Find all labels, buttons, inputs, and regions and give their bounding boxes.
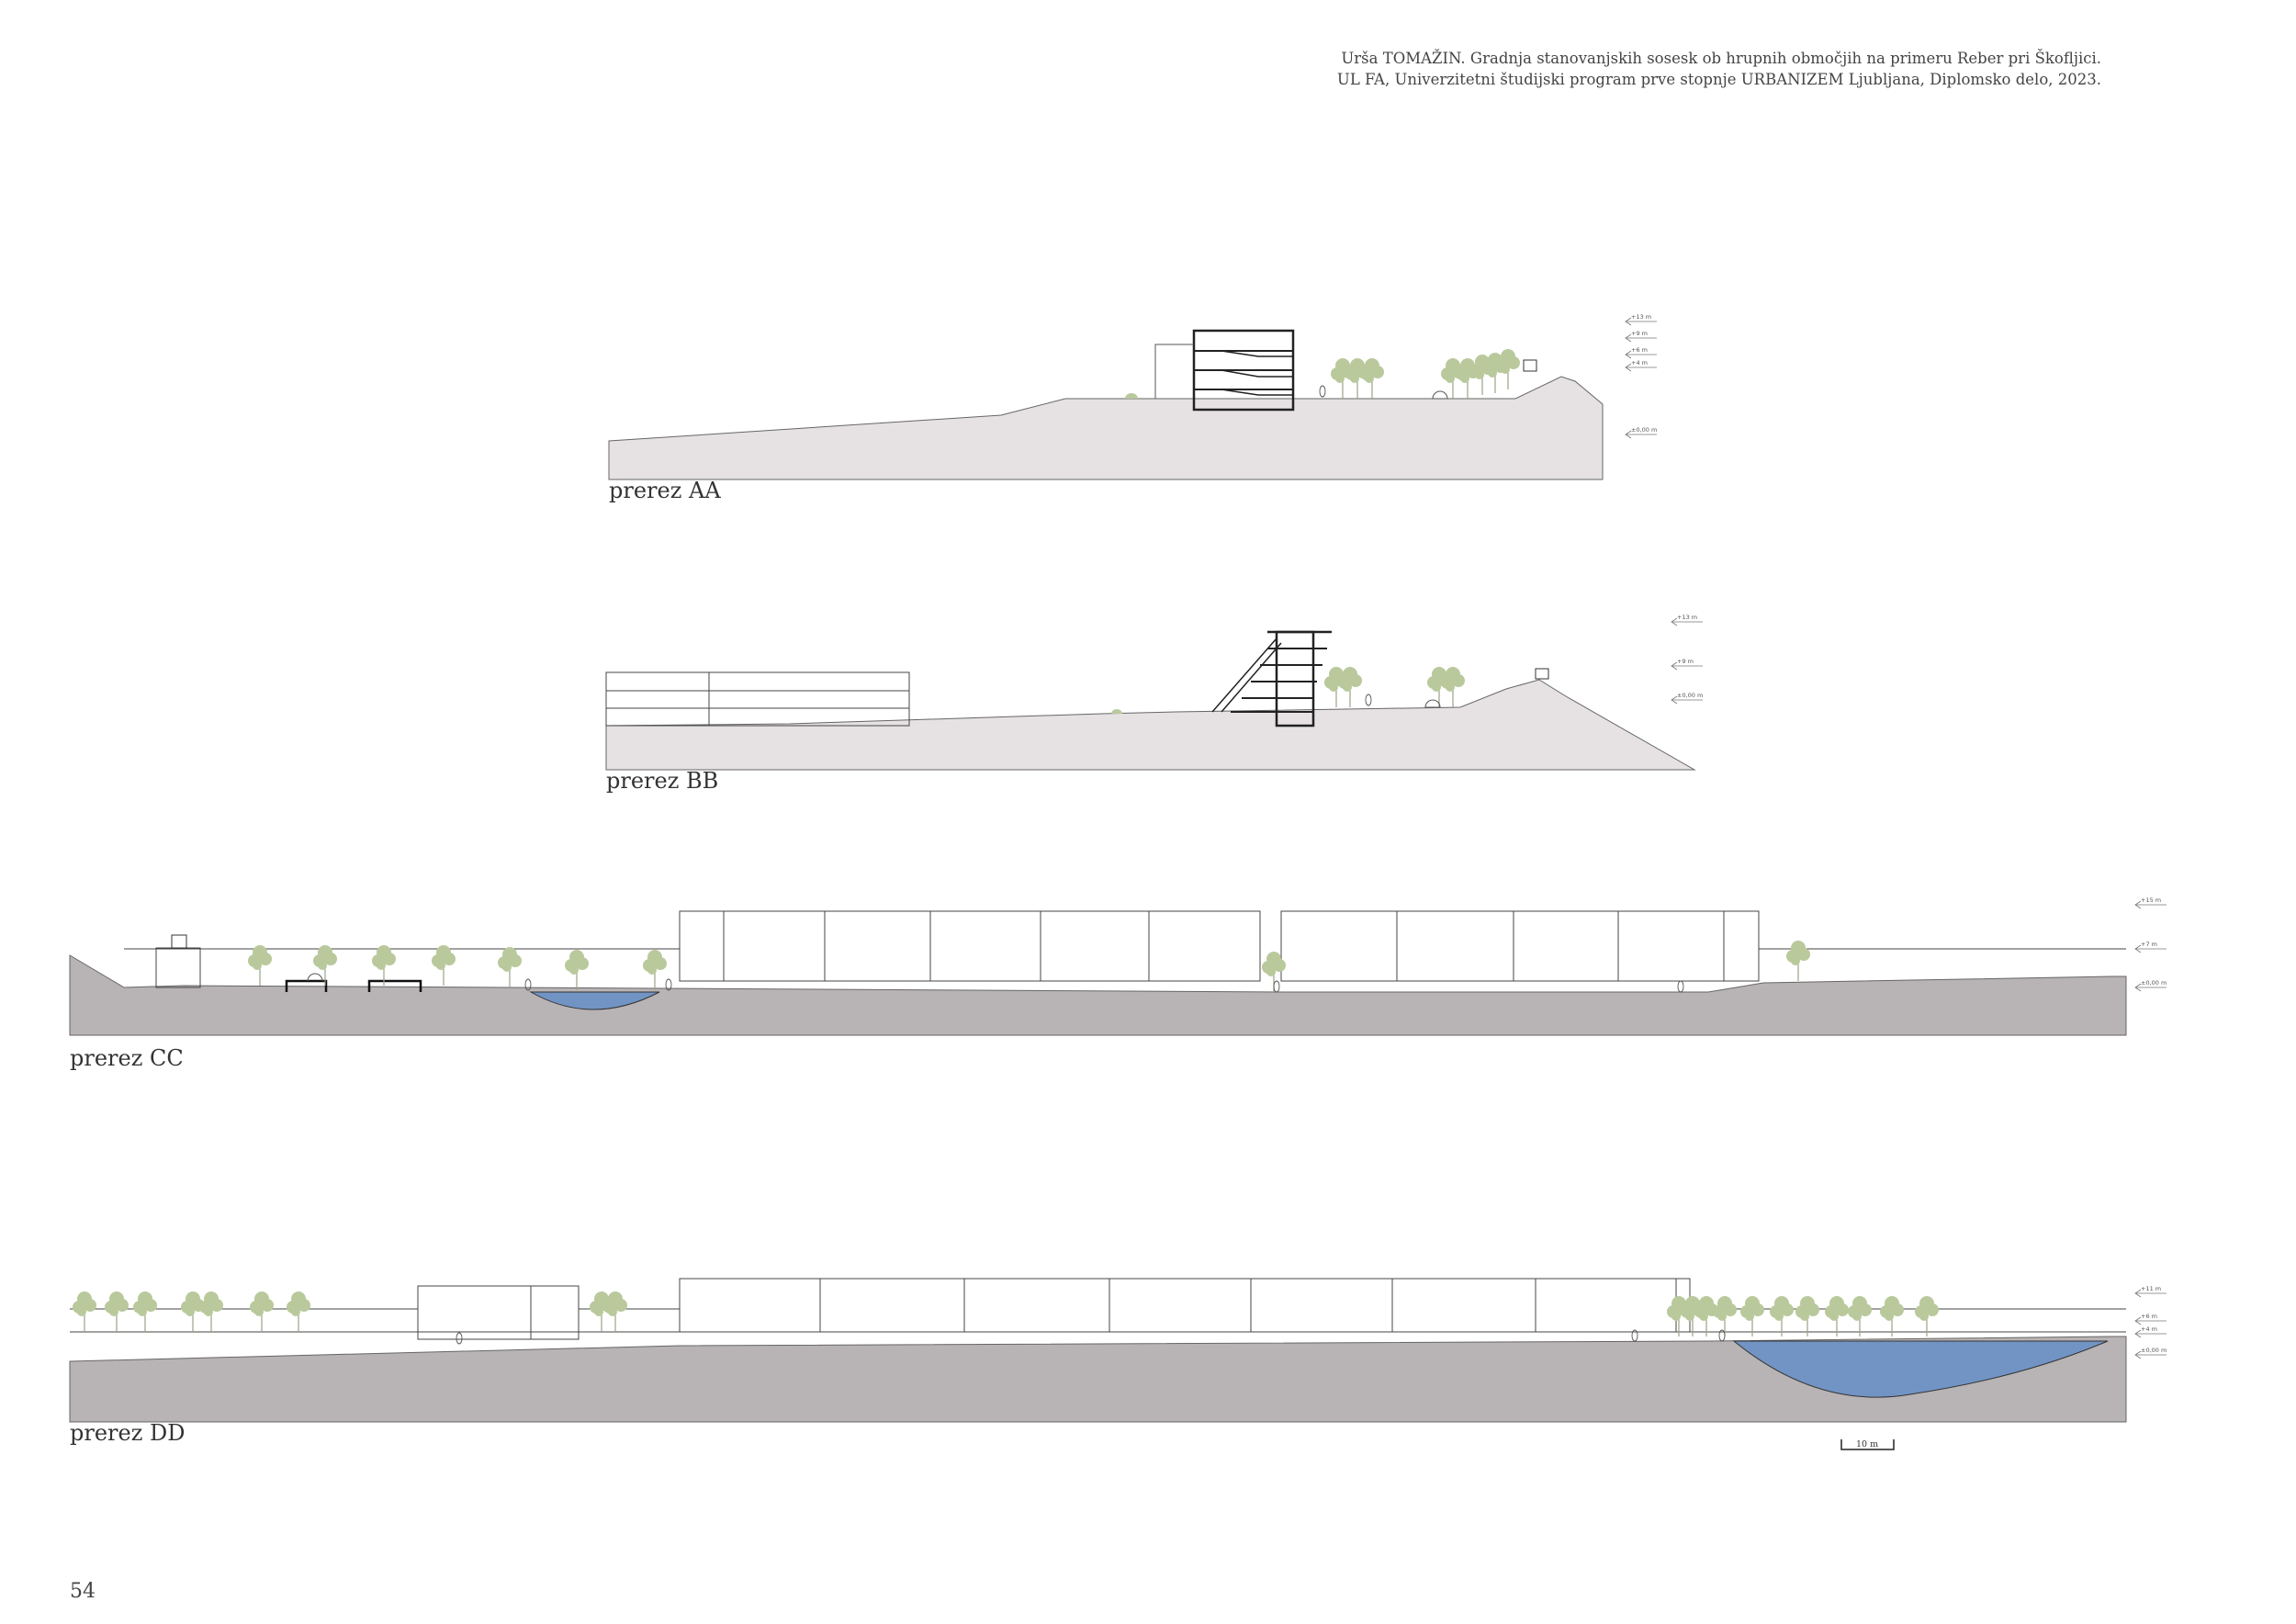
level-label: ±0,00 m — [1631, 426, 1657, 434]
level-label: +6 m — [2141, 1313, 2157, 1320]
section-bb-ground — [605, 679, 1696, 771]
scale-bar-label: 10 m — [1856, 1439, 1878, 1449]
section-dd-level-markers: +11 m +6 m +4 m ±0,00 m — [2134, 1285, 2167, 1359]
level-label: +4 m — [1631, 359, 1648, 367]
section-aa-trees — [1125, 348, 1537, 400]
header-line-2: UL FA, Univerzitetni študijski program p… — [1336, 71, 2101, 88]
section-cc: +15 m +7 m ±0,00 m prerez CC — [69, 897, 2167, 1071]
section-bb-trees — [1111, 666, 1549, 714]
section-dd-label: prerez DD — [70, 1420, 185, 1446]
section-bb-level-markers: +13 m +9 m ±0,00 m — [1671, 614, 1704, 705]
level-label: +13 m — [1631, 313, 1651, 321]
header-line-1: Urša TOMAŽIN. Gradnja stanovanjskih sose… — [1341, 50, 2101, 67]
section-aa-building — [1154, 329, 1295, 412]
section-cc-buildings — [124, 910, 2126, 988]
section-cc-level-markers: +15 m +7 m ±0,00 m — [2134, 897, 2167, 992]
section-bb-left-building — [605, 671, 910, 727]
level-label: +9 m — [1677, 658, 1694, 665]
section-dd-pond — [1732, 1340, 2109, 1398]
section-bb-terrace-building — [1211, 630, 1332, 727]
section-cc-trees — [247, 940, 1811, 993]
level-label: +9 m — [1631, 330, 1648, 337]
section-dd-ground — [69, 1336, 2127, 1423]
level-label: +13 m — [1677, 614, 1697, 621]
level-label: +4 m — [2141, 1325, 2157, 1333]
level-label: +11 m — [2141, 1285, 2161, 1292]
section-aa-label: prerez AA — [609, 478, 721, 503]
section-dd: +11 m +6 m +4 m ±0,00 m prerez DD — [69, 1278, 2167, 1446]
section-dd-trees — [72, 1291, 1940, 1345]
level-label: +7 m — [2141, 941, 2157, 948]
section-aa-level-markers: +13 m +9 m +6 m +4 m ±0,00 m — [1625, 313, 1658, 439]
page-number: 54 — [70, 1580, 96, 1603]
scale-bar: 10 m — [1840, 1439, 1895, 1450]
section-bb: +13 m +9 m ±0,00 m prerez BB — [605, 614, 1704, 794]
level-label: ±0,00 m — [1677, 692, 1703, 699]
section-cc-benches — [285, 973, 422, 992]
document-header: Urša TOMAŽIN. Gradnja stanovanjskih sose… — [1337, 48, 2101, 90]
level-label: +15 m — [2141, 897, 2161, 904]
section-aa-ground — [608, 376, 1604, 480]
section-cc-label: prerez CC — [70, 1045, 184, 1071]
section-bb-label: prerez BB — [606, 768, 718, 794]
section-aa: +13 m +9 m +6 m +4 m ±0,00 m prerez AA — [608, 313, 1658, 503]
level-label: ±0,00 m — [2141, 1347, 2167, 1354]
section-cc-ground — [69, 954, 2127, 1036]
section-cc-pond — [529, 991, 660, 1010]
level-label: +6 m — [1631, 346, 1648, 354]
level-label: ±0,00 m — [2141, 979, 2167, 987]
